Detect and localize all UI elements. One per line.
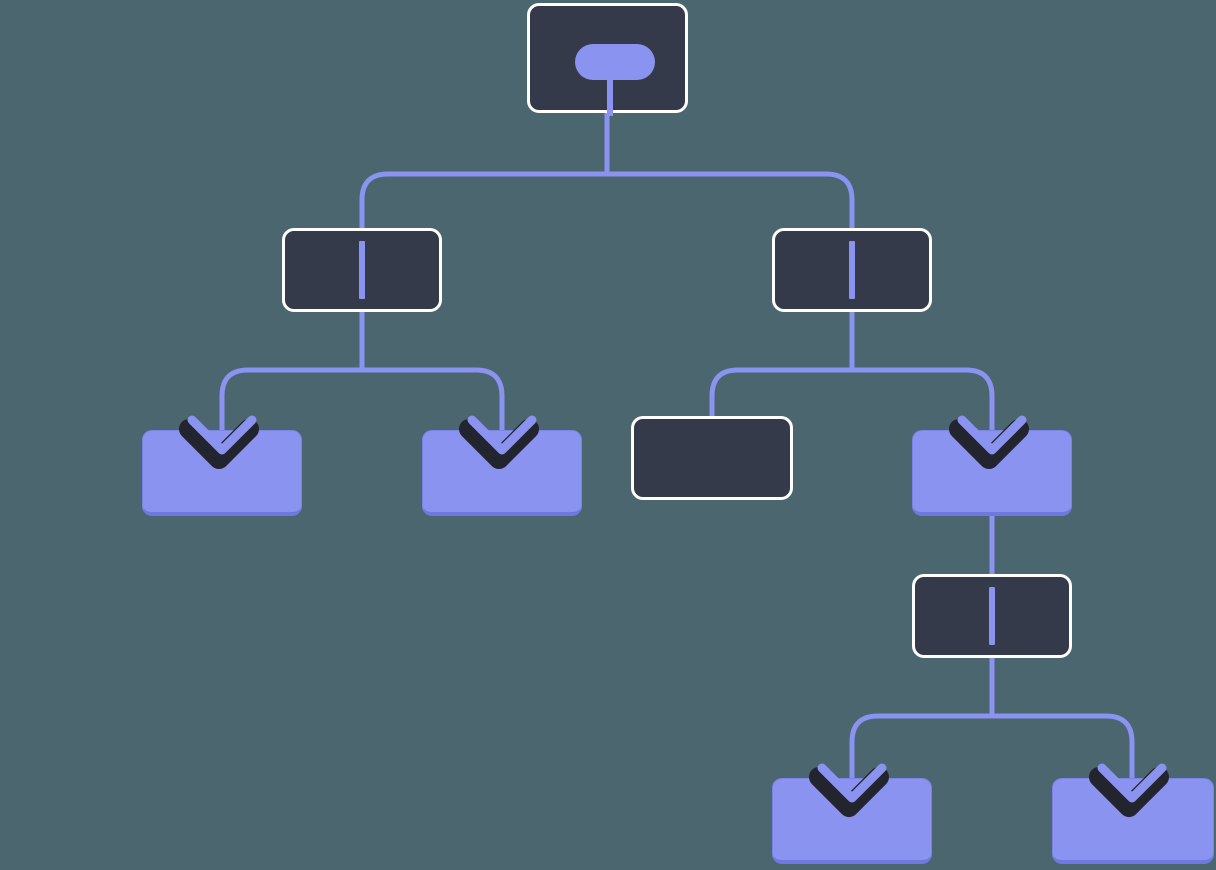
leaf-node-g[interactable]	[1052, 778, 1214, 864]
branch-right-line-marker	[849, 241, 855, 299]
leaf-node-a[interactable]	[142, 430, 302, 516]
branch-node-d[interactable]	[912, 430, 1072, 516]
branch-node-e[interactable]	[912, 574, 1072, 658]
branch-node-left[interactable]	[282, 228, 442, 312]
root-node[interactable]	[527, 3, 688, 116]
branch-left-line-marker	[359, 241, 365, 299]
branch-node-right[interactable]	[772, 228, 932, 312]
terminal-node-c[interactable]	[631, 416, 793, 500]
root-pill-stem	[607, 76, 613, 116]
root-pill-marker	[575, 44, 655, 80]
leaf-node-f[interactable]	[772, 778, 932, 864]
leaf-node-b[interactable]	[422, 430, 582, 516]
branch-e-line-marker	[989, 587, 995, 645]
